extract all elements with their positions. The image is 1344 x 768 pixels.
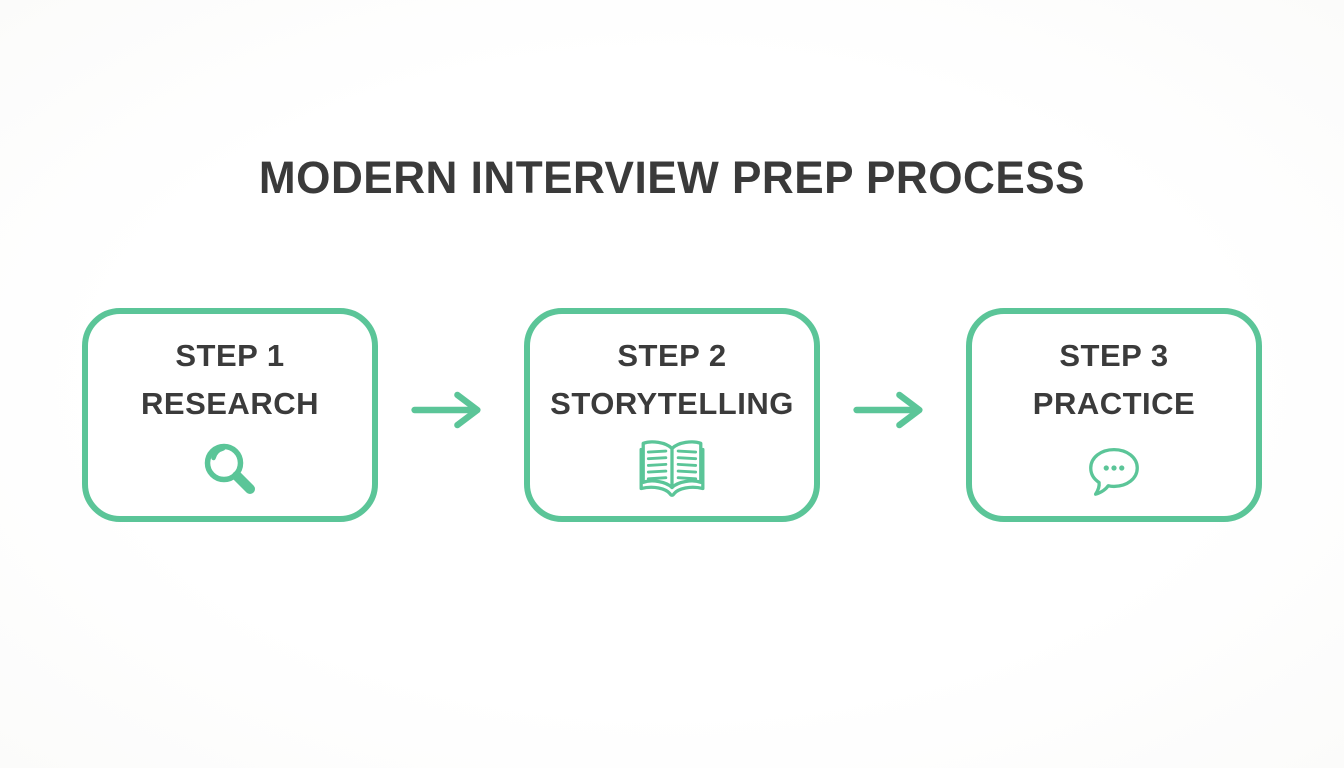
page-title: MODERN INTERVIEW PREP PROCESS — [258, 152, 1086, 203]
step-number-label: STEP 2 — [617, 337, 727, 373]
step-number-label: STEP 3 — [1059, 337, 1169, 373]
step-box-storytelling: STEP 2 STORYTELLING — [524, 308, 820, 522]
arrow-right-icon — [410, 391, 492, 437]
step-name-label: STORYTELLING — [550, 386, 794, 421]
search-icon — [198, 436, 262, 502]
connector-2 — [820, 308, 966, 522]
arrow-right-icon — [852, 391, 934, 437]
step-number-label: STEP 1 — [175, 337, 285, 373]
open-book-icon — [635, 436, 709, 502]
connector-1 — [378, 308, 524, 522]
step-name-label: PRACTICE — [1032, 386, 1196, 421]
step-box-research: STEP 1 RESEARCH — [82, 308, 378, 522]
speech-bubble-icon — [1083, 436, 1145, 502]
step-box-practice: STEP 3 PRACTICE — [966, 308, 1262, 522]
step-name-label: RESEARCH — [141, 386, 319, 421]
process-flow: STEP 1 RESEARCH STEP 2 STORYTELLING — [0, 308, 1344, 522]
